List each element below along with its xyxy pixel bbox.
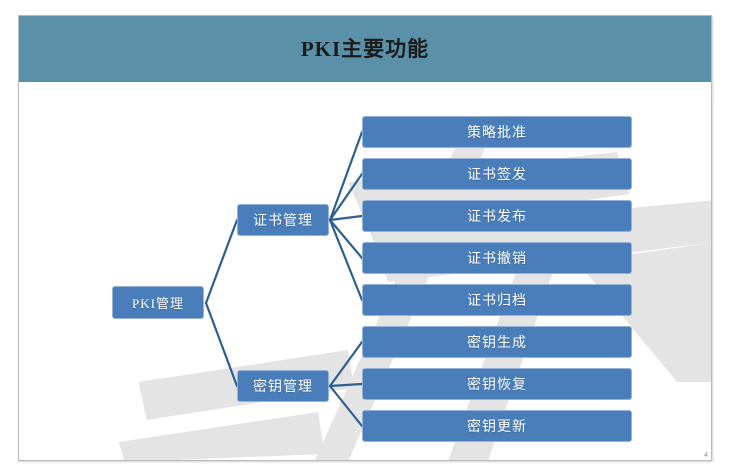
node-label: 证书发布 <box>467 210 527 225</box>
node-label: 密钥恢复 <box>467 378 527 393</box>
node-label: PKI管理 <box>132 296 184 311</box>
node-key-update[interactable]: 密钥更新 <box>362 410 632 442</box>
node-label: 证书管理 <box>253 214 313 229</box>
page-title: PKI主要功能 <box>300 37 430 61</box>
node-label: 证书归档 <box>467 294 527 309</box>
page-number: 4 <box>704 452 708 459</box>
node-certificate-issuance[interactable]: 证书签发 <box>362 158 632 190</box>
slide-canvas: PKI主要功能 <box>18 15 712 461</box>
node-label: 策略批准 <box>467 126 527 141</box>
node-policy-approval[interactable]: 策略批准 <box>362 116 632 148</box>
node-label: 证书撤销 <box>467 252 527 267</box>
node-key-management[interactable]: 密钥管理 <box>237 370 329 402</box>
node-certificate-revocation[interactable]: 证书撤销 <box>362 242 632 274</box>
node-key-recovery[interactable]: 密钥恢复 <box>362 368 632 400</box>
node-label: 密钥更新 <box>467 420 527 435</box>
node-pki-management[interactable]: PKI管理 <box>112 286 204 319</box>
diagram-area: PKI管理 证书管理 策略批准 证书签发 证书发布 证书撤销 证书归档 密钥管理… <box>19 82 711 460</box>
node-key-generation[interactable]: 密钥生成 <box>362 326 632 358</box>
node-certificate-publication[interactable]: 证书发布 <box>362 200 632 232</box>
node-label: 密钥生成 <box>467 336 527 351</box>
node-label: 密钥管理 <box>253 380 313 395</box>
slide-header-band: PKI主要功能 <box>19 16 711 82</box>
node-certificate-archival[interactable]: 证书归档 <box>362 284 632 316</box>
node-certificate-management[interactable]: 证书管理 <box>237 204 329 236</box>
node-label: 证书签发 <box>467 168 527 183</box>
